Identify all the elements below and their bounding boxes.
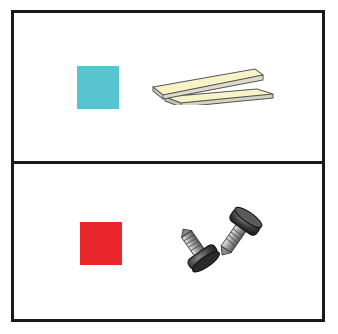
item-grid-frame: [11, 10, 325, 322]
thumb-screw-right: [220, 206, 263, 256]
color-swatch-teal: [77, 66, 119, 109]
thumb-screws-icon: [181, 206, 263, 273]
thumb-screw-left: [181, 228, 220, 273]
color-swatch-red: [80, 222, 122, 265]
adhesive-strips-icon: [151, 68, 274, 105]
adhesive-strip-lower: [164, 88, 274, 105]
row-divider: [14, 161, 322, 164]
adhesive-strip-upper: [151, 68, 265, 101]
